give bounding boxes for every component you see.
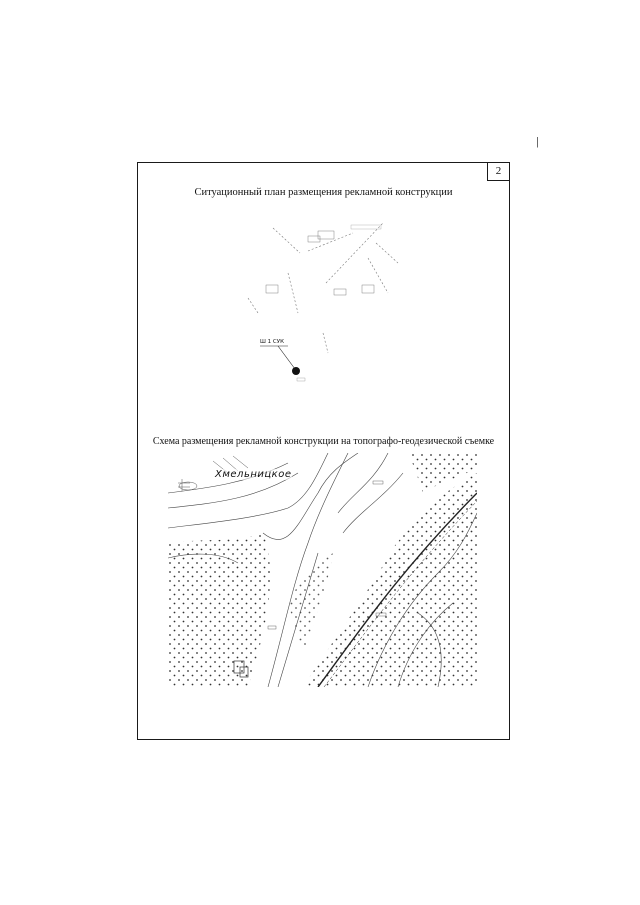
topographic-map-drawing bbox=[168, 453, 477, 687]
document-frame: 2 Ситуационный план размещения рекламной… bbox=[137, 162, 510, 740]
plan-callout-label: Ш 1 СУК bbox=[260, 339, 284, 345]
situation-plan-drawing bbox=[247, 222, 399, 382]
page-number-box: 2 bbox=[487, 162, 510, 181]
placement-marker-icon bbox=[292, 367, 300, 375]
situation-plan: Ш 1 СУК bbox=[138, 203, 509, 393]
situation-plan-title: Ситуационный план размещения рекламной к… bbox=[194, 187, 453, 198]
map-place-name: Хмельницкое bbox=[215, 469, 292, 480]
topographic-map: Хмельницкое bbox=[168, 453, 477, 687]
page-number: 2 bbox=[495, 165, 502, 177]
corner-mark: | bbox=[536, 136, 539, 148]
schema-title: Схема размещения рекламной конструкции н… bbox=[152, 436, 495, 447]
